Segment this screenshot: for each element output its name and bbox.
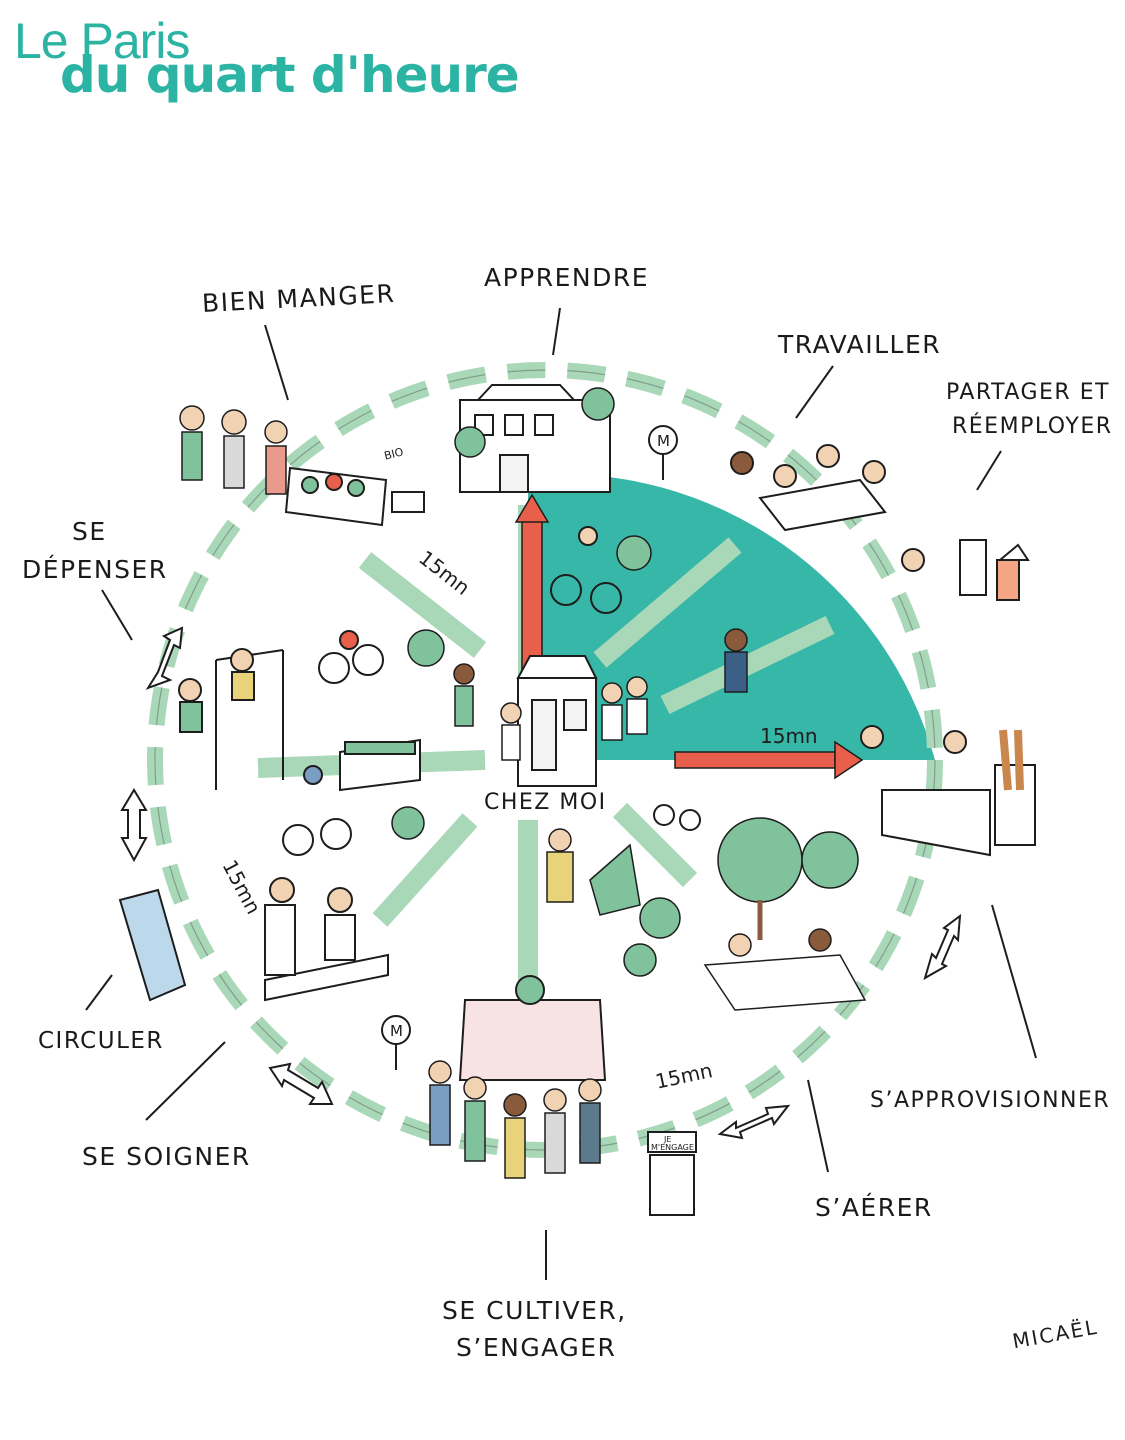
bio-sign: BIO (383, 445, 405, 462)
double-arrow-icon (120, 626, 962, 1140)
office-desk-icon (730, 444, 887, 532)
label-se-soigner: SE SOIGNER (82, 1142, 251, 1171)
leader-lines (85, 307, 1037, 1280)
people-crowd-group (428, 1060, 602, 1179)
picnic-blanket (703, 928, 867, 1011)
label-se-cultiver-line-2: S’ENGAGER (456, 1333, 617, 1362)
tree-icon (391, 535, 652, 840)
label-partager-line-2: RÉEMPLOYER (952, 414, 1113, 439)
red-arrows (514, 493, 864, 780)
label-partager-line-1: PARTAGER ET (946, 380, 1111, 405)
culture-stage-icon (458, 975, 607, 1081)
label-se-depenser-line-2: DÉPENSER (22, 555, 168, 584)
fitness-bars-icon (178, 648, 284, 790)
people-market-group (179, 405, 288, 495)
park-trees-icon (623, 817, 859, 977)
label-s-aerer: S’AÉRER (815, 1193, 933, 1222)
ballot-box-icon (647, 1131, 697, 1216)
title-line-1: Le Paris (14, 13, 190, 69)
street-cleaner-icon (546, 828, 641, 916)
workshop-furniture-icon (901, 539, 1030, 601)
market-stall-icon (284, 466, 425, 527)
distance-label-top-left: 15mn (414, 545, 474, 599)
distance-label-left: 15mn (218, 856, 266, 918)
engage-sign-line-1: JE (663, 1135, 671, 1144)
planter-box-icon (339, 738, 421, 792)
label-chez-moi: CHEZ MOI (484, 790, 607, 815)
metro-letter-top: M (657, 432, 670, 450)
title-line-2: du quart d'heure (60, 46, 520, 104)
label-se-depenser-line-1: SE (72, 517, 107, 546)
distance-label-right: 15mn (760, 724, 818, 748)
label-circuler: CIRCULER (38, 1028, 164, 1054)
doctor-office-icon (264, 877, 389, 1002)
engage-sign-line-2: M'ENGAGE (651, 1143, 694, 1152)
label-s-approvisionner: S’APPROVISIONNER (870, 1088, 1111, 1113)
cyclist-icon (282, 526, 701, 856)
metro-sign-icon (381, 425, 678, 1070)
bike-lane-icon (118, 888, 187, 1002)
label-se-cultiver-line-1: SE CULTIVER, (442, 1296, 627, 1325)
label-apprendre: APPRENDRE (484, 263, 650, 292)
bakery-shop-icon (860, 725, 1036, 857)
label-travailler: TRAVAILLER (778, 330, 942, 359)
tree-icon (454, 387, 615, 458)
distance-label-bottom: 15mn (653, 1058, 714, 1093)
home-building-icon (516, 655, 598, 787)
metro-letter-bottom: M (390, 1022, 403, 1040)
pedestrians-group (453, 628, 748, 761)
